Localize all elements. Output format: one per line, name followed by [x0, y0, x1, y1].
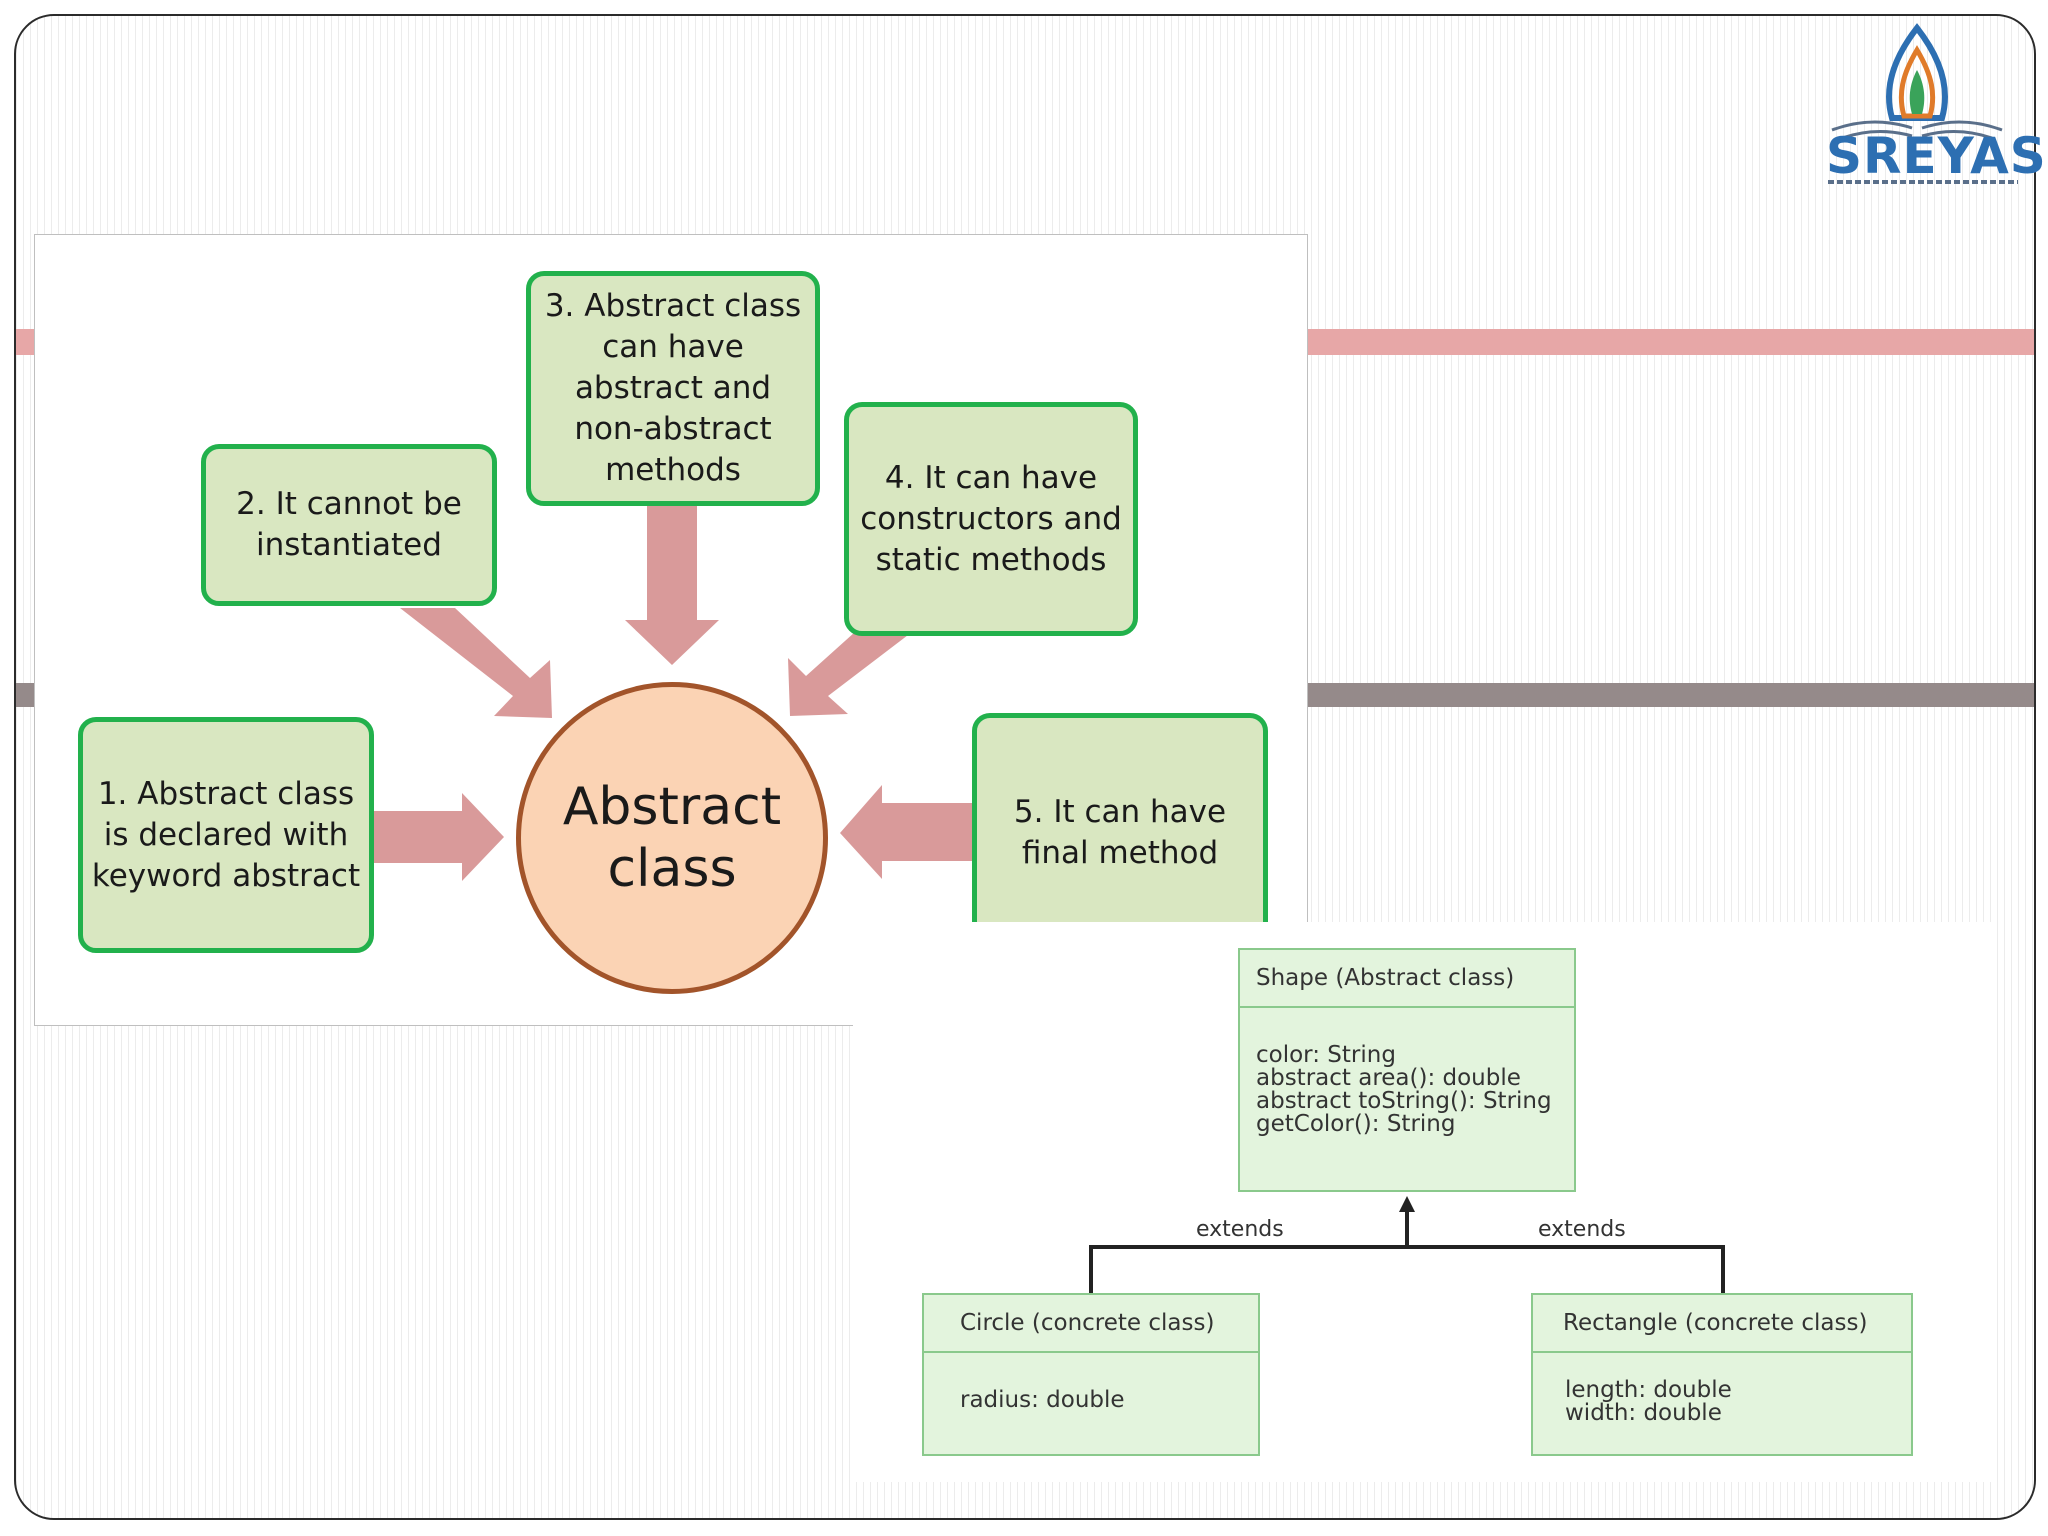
- uml-member: radius: double: [960, 1387, 1125, 1413]
- uml-class-shape-name: Shape (Abstract class): [1240, 950, 1574, 1008]
- uml-class-circle-members: radius: double: [924, 1353, 1258, 1412]
- uml-member: getColor(): String: [1256, 1111, 1456, 1137]
- mindmap-item-5: 5. It can have final method: [972, 713, 1268, 953]
- mindmap-item-4: 4. It can have constructors and static m…: [844, 402, 1138, 636]
- mindmap-item-4-text: 4. It can have constructors and static m…: [860, 459, 1122, 578]
- logo-tagline-graphic: [1828, 180, 2018, 184]
- uml-class-circle: Circle (concrete class) radius: double: [922, 1293, 1260, 1456]
- mindmap-item-1-text: 1. Abstract class is declared with keywo…: [91, 775, 361, 894]
- arrow-4: [788, 632, 912, 716]
- arrow-5: [840, 785, 972, 879]
- mindmap-item-3: 3. Abstract class can have abstract and …: [526, 271, 820, 506]
- logo-wordmark: SREYAS: [1826, 127, 2047, 185]
- uml-member: abstract area(): double: [1256, 1065, 1521, 1091]
- edge-label-left: extends: [1196, 1217, 1284, 1242]
- mindmap-center: Abstract class: [516, 682, 828, 994]
- arrow-3: [625, 505, 719, 665]
- uml-class-shape: Shape (Abstract class) color: String abs…: [1238, 948, 1576, 1192]
- uml-class-rectangle: Rectangle (concrete class) length: doubl…: [1531, 1293, 1913, 1456]
- mindmap-item-2-text: 2. It cannot be instantiated: [236, 486, 462, 563]
- uml-member: color: String: [1256, 1042, 1396, 1068]
- mindmap-item-5-text: 5. It can have final method: [1013, 794, 1227, 871]
- uml-class-rectangle-name: Rectangle (concrete class): [1533, 1295, 1911, 1353]
- uml-class-shape-members: color: String abstract area(): double ab…: [1240, 1008, 1574, 1136]
- uml-class-circle-name: Circle (concrete class): [924, 1295, 1258, 1353]
- arrow-2: [400, 608, 552, 718]
- uml-member: abstract toString(): String: [1256, 1088, 1552, 1114]
- uml-member: length: double: [1565, 1377, 1732, 1403]
- sreyas-logo-icon: [1831, 23, 2003, 140]
- mindmap-center-text: Abstract class: [562, 777, 782, 899]
- mindmap-item-1: 1. Abstract class is declared with keywo…: [78, 717, 374, 953]
- mindmap-item-2: 2. It cannot be instantiated: [201, 444, 497, 606]
- arrow-1: [372, 793, 504, 881]
- uml-class-rectangle-members: length: double width: double: [1533, 1353, 1911, 1425]
- uml-member: width: double: [1565, 1400, 1722, 1426]
- edge-label-right: extends: [1538, 1217, 1626, 1242]
- mindmap-item-3-text: 3. Abstract class can have abstract and …: [544, 288, 802, 488]
